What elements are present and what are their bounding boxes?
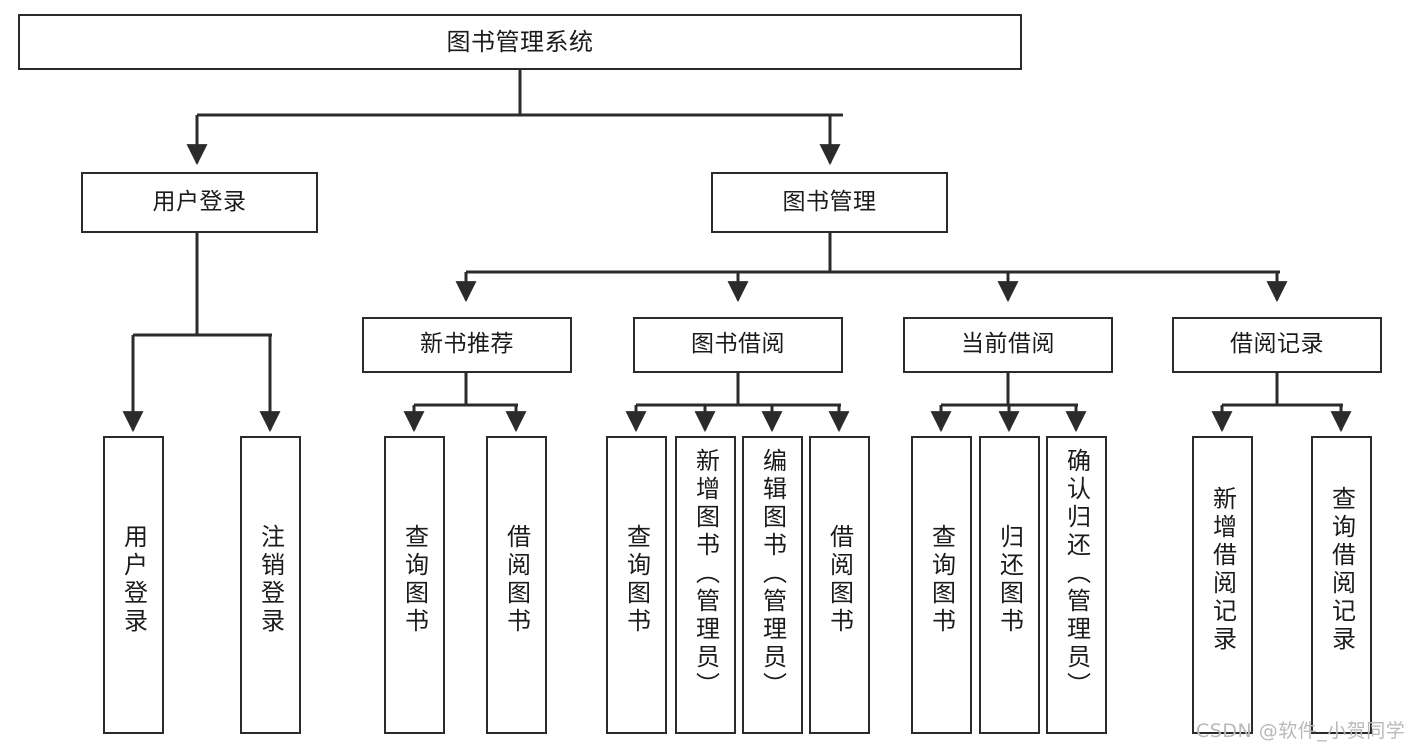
node-leaf-logout-label: 注销登录 — [256, 524, 285, 636]
node-leaf-query-record[interactable]: 查询借阅记录 — [1311, 436, 1372, 734]
node-leaf-user-login-label: 用户登录 — [119, 524, 148, 636]
node-book-borrow-label: 图书借阅 — [691, 331, 785, 358]
node-new-book-rec[interactable]: 新书推荐 — [362, 317, 572, 373]
watermark-text: CSDN @软件_小贺同学 — [1196, 720, 1405, 742]
node-current-borrow-label: 当前借阅 — [961, 331, 1055, 358]
node-leaf-query-book-3[interactable]: 查询图书 — [911, 436, 972, 734]
node-leaf-query-record-label: 查询借阅记录 — [1327, 486, 1356, 654]
node-leaf-query-book-1[interactable]: 查询图书 — [384, 436, 445, 734]
node-new-book-rec-label: 新书推荐 — [420, 331, 514, 358]
node-leaf-borrow-book-1[interactable]: 借阅图书 — [486, 436, 547, 734]
node-book-manage-label: 图书管理 — [782, 188, 877, 215]
node-leaf-return-book[interactable]: 归还图书 — [979, 436, 1040, 734]
node-leaf-edit-book-label: 编辑图书（管理员） — [758, 448, 787, 700]
node-leaf-query-book-1-label: 查询图书 — [400, 524, 429, 636]
node-current-borrow[interactable]: 当前借阅 — [903, 317, 1113, 373]
node-root[interactable]: 图书管理系统 — [18, 14, 1022, 70]
node-leaf-query-book-2[interactable]: 查询图书 — [606, 436, 667, 734]
node-leaf-add-book-label: 新增图书（管理员） — [691, 448, 720, 700]
node-leaf-user-login[interactable]: 用户登录 — [103, 436, 164, 734]
node-book-manage[interactable]: 图书管理 — [711, 172, 948, 233]
node-leaf-confirm-return[interactable]: 确认归还（管理员） — [1046, 436, 1107, 734]
node-leaf-add-record-label: 新增借阅记录 — [1208, 486, 1237, 654]
node-root-label: 图书管理系统 — [446, 27, 594, 56]
node-borrow-record[interactable]: 借阅记录 — [1172, 317, 1382, 373]
node-leaf-edit-book[interactable]: 编辑图书（管理员） — [742, 436, 803, 734]
node-user-login-label: 用户登录 — [152, 188, 247, 215]
node-user-login[interactable]: 用户登录 — [81, 172, 318, 233]
node-leaf-add-book[interactable]: 新增图书（管理员） — [675, 436, 736, 734]
node-leaf-borrow-book-1-label: 借阅图书 — [502, 524, 531, 636]
node-leaf-query-book-2-label: 查询图书 — [622, 524, 651, 636]
node-leaf-query-book-3-label: 查询图书 — [927, 524, 956, 636]
node-leaf-borrow-book-2[interactable]: 借阅图书 — [809, 436, 870, 734]
node-leaf-return-book-label: 归还图书 — [995, 524, 1024, 636]
node-leaf-add-record[interactable]: 新增借阅记录 — [1192, 436, 1253, 734]
node-leaf-confirm-return-label: 确认归还（管理员） — [1062, 448, 1091, 700]
node-book-borrow[interactable]: 图书借阅 — [633, 317, 843, 373]
node-leaf-borrow-book-2-label: 借阅图书 — [825, 524, 854, 636]
node-leaf-logout[interactable]: 注销登录 — [240, 436, 301, 734]
node-borrow-record-label: 借阅记录 — [1230, 331, 1324, 358]
